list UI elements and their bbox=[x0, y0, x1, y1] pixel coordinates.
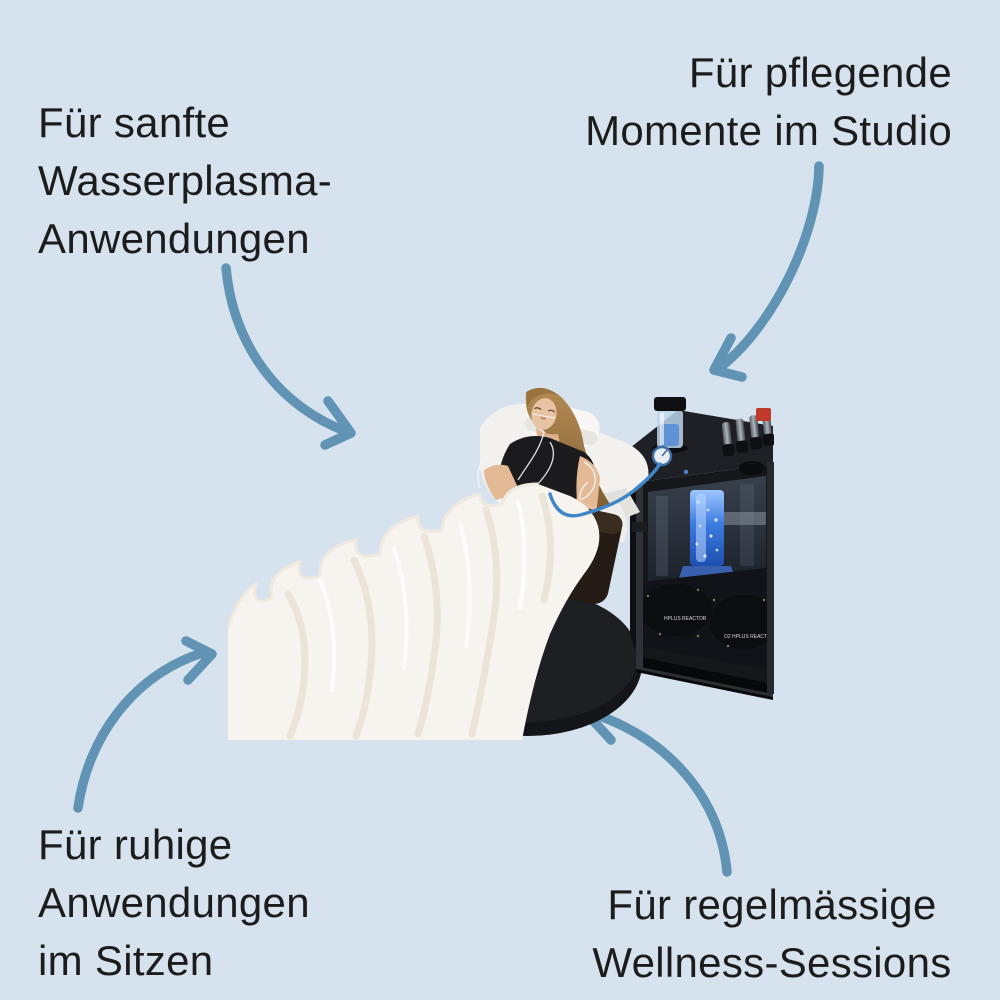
blue-supply-tube bbox=[548, 462, 662, 518]
caption-line: Für pflegende bbox=[688, 49, 952, 96]
caption-line: Anwendungen bbox=[38, 215, 310, 262]
machine-label-right: O2 HPLUS REACTOR bbox=[724, 634, 774, 640]
caption-line: Für regelmässige bbox=[607, 881, 937, 928]
machine-lower-panel: HPLUS REACTOR O2 HPLUS REACTOR bbox=[640, 568, 774, 670]
pressure-gauge bbox=[651, 445, 673, 467]
caption-bottom-right: Für regelmässige Wellness-Sessions bbox=[572, 876, 972, 992]
caption-line: Für sanfte bbox=[38, 99, 231, 146]
face bbox=[531, 398, 557, 430]
caption-line: Für ruhige bbox=[38, 821, 233, 868]
clear-tubes bbox=[477, 431, 596, 500]
caption-top-right: Für pflegende Momente im Studio bbox=[585, 44, 952, 160]
caption-line: Wasserplasma- bbox=[38, 157, 333, 204]
fur-blanket bbox=[228, 482, 600, 740]
machine-label-left: HPLUS REACTOR bbox=[664, 616, 707, 622]
caption-line: Wellness-Sessions bbox=[592, 939, 952, 986]
caption-line: Anwendungen bbox=[38, 879, 310, 926]
red-cap bbox=[756, 408, 771, 421]
control-knobs bbox=[721, 411, 774, 475]
water-jar bbox=[652, 397, 688, 453]
arrow-top-left-icon bbox=[221, 263, 356, 450]
arrow-top-right-icon bbox=[709, 161, 824, 382]
caption-bottom-left: Für ruhige Anwendungen im Sitzen bbox=[38, 816, 310, 990]
caption-line: Momente im Studio bbox=[585, 107, 952, 154]
treatment-photo: HPLUS REACTOR O2 HPLUS REACTOR bbox=[228, 387, 774, 740]
caption-top-left: Für sanfte Wasserplasma- Anwendungen bbox=[38, 94, 332, 268]
caption-line: im Sitzen bbox=[38, 937, 214, 984]
wellness-machine: HPLUS REACTOR O2 HPLUS REACTOR bbox=[630, 397, 774, 700]
arrow-bottom-left-icon bbox=[73, 636, 217, 813]
